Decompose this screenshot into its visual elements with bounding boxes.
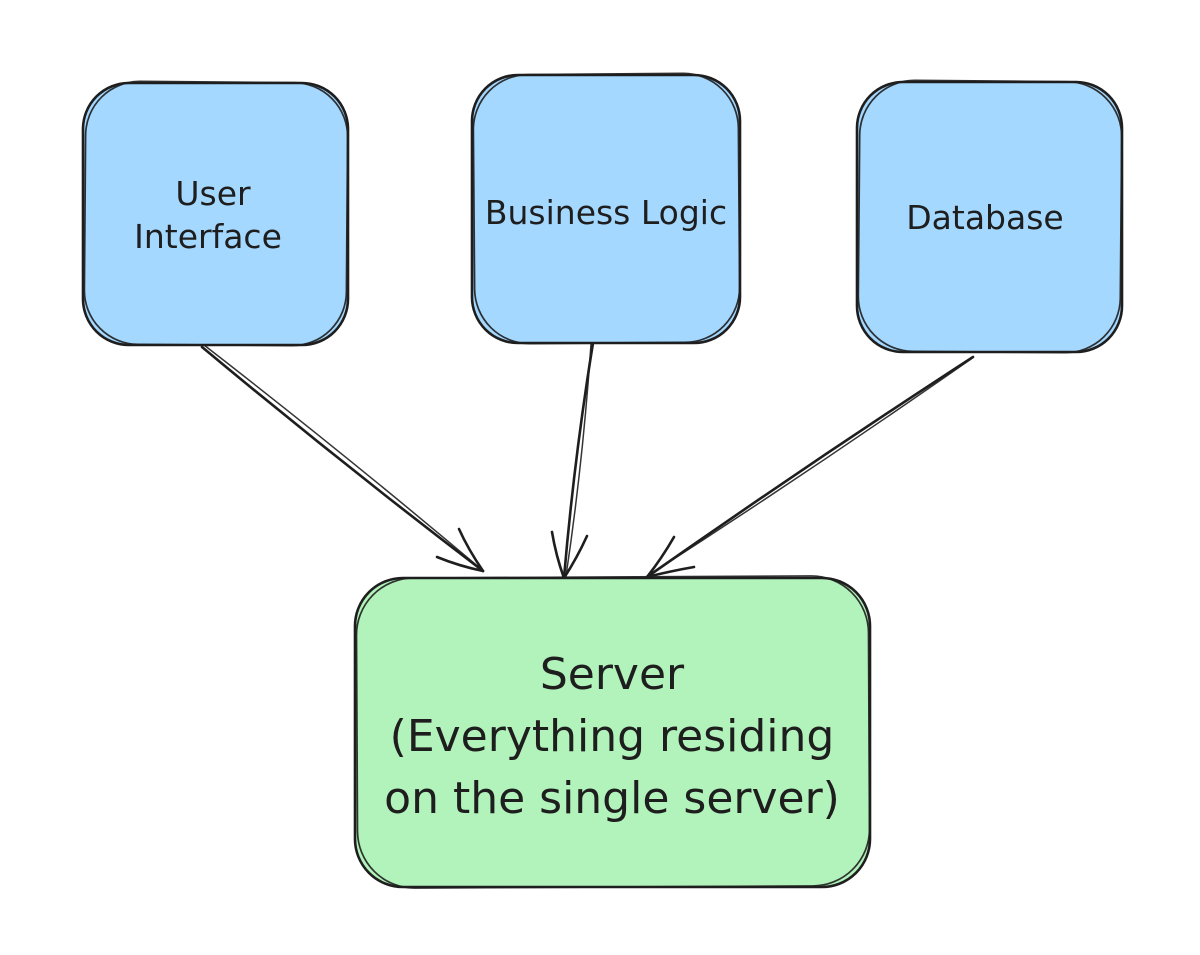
edge-business-logic-to-server-arrowhead-wing2 — [562, 534, 589, 580]
edge-database-to-server-shaft-sketch — [648, 358, 972, 576]
edge-user-interface-to-server-shaft-sketch — [203, 344, 482, 570]
edge-user-interface-to-server-arrowhead-wing2 — [457, 527, 485, 573]
edge-user-interface-to-server — [200, 344, 485, 573]
node-business-logic: Business Logic — [470, 72, 742, 345]
edge-database-to-server-arrowhead-wing1 — [645, 535, 676, 579]
edge-user-interface-to-server-arrowhead-wing1 — [435, 555, 485, 573]
node-server: Server (Everything residing on the singl… — [353, 575, 872, 889]
server-label-line3: on the single server) — [384, 773, 840, 824]
server-label-line1: Server — [540, 649, 685, 700]
business-logic-box-sketch-line — [472, 72, 741, 345]
edge-business-logic-to-server-arrowhead-wing1 — [550, 530, 566, 580]
edge-database-to-server-shaft — [645, 355, 975, 579]
user-interface-label-line1: User — [175, 174, 251, 213]
server-label-line2: (Everything residing — [390, 711, 835, 762]
database-box-sketch-line — [857, 79, 1123, 354]
edge-user-interface-to-server-shaft — [200, 345, 485, 573]
server-box-sketch-line — [355, 575, 871, 889]
node-database: Database — [855, 79, 1124, 354]
node-user-interface: User Interface — [81, 80, 350, 347]
business-logic-label: Business Logic — [485, 193, 727, 232]
user-interface-box-sketch-line — [83, 80, 349, 347]
edge-business-logic-to-server-shaft-sketch — [565, 343, 592, 577]
user-interface-label-line2: Interface — [134, 217, 282, 256]
edge-database-to-server — [645, 355, 975, 579]
database-label: Database — [906, 198, 1063, 237]
edge-business-logic-to-server — [550, 341, 595, 580]
user-interface-box — [81, 81, 350, 347]
